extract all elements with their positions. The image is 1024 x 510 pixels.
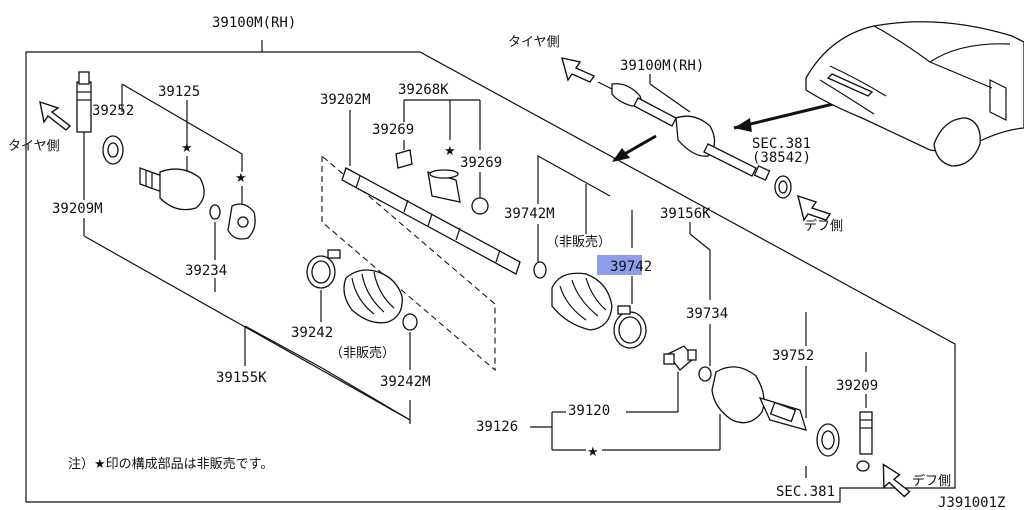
label-39242m[interactable]: 39242M xyxy=(380,374,431,390)
tire-side-label-left: タイヤ側 xyxy=(8,139,60,154)
boot-left-drawing xyxy=(343,269,403,324)
sec381-sub-label: (38542) xyxy=(752,150,811,166)
part-39242-drawing xyxy=(306,249,341,289)
assembly-frame xyxy=(25,40,956,503)
label-39269-b[interactable]: 39269 xyxy=(460,155,502,171)
label-39125[interactable]: 39125 xyxy=(158,84,200,100)
label-39155k[interactable]: 39155K xyxy=(216,370,267,386)
part-39269-b-drawing xyxy=(471,197,489,215)
star-mark-4: ★ xyxy=(587,445,599,460)
label-39742m[interactable]: 39742M xyxy=(504,206,555,222)
inset-driveshaft-drawing xyxy=(597,81,792,199)
label-39156k[interactable]: 39156K xyxy=(660,206,711,222)
part-39209m-drawing xyxy=(76,71,92,133)
part-39252-drawing xyxy=(102,135,124,165)
tire-side-arrow-icon xyxy=(39,100,72,131)
car-illustration xyxy=(805,21,1024,167)
not-sold-note-a: （非販売） xyxy=(546,234,611,250)
label-39209m[interactable]: 39209M xyxy=(52,201,103,217)
label-39268k[interactable]: 39268K xyxy=(398,82,449,98)
assembly-title-label[interactable]: 39100M(RH) xyxy=(212,15,296,31)
part-39242m-drawing xyxy=(402,313,418,331)
label-39242[interactable]: 39242 xyxy=(291,325,333,341)
inset-title[interactable]: 39100M(RH) xyxy=(620,58,704,74)
part-39125-drawing xyxy=(139,167,256,240)
label-39202m[interactable]: 39202M xyxy=(320,92,371,108)
label-39252[interactable]: 39252 xyxy=(92,103,134,119)
part-39269-a-drawing xyxy=(395,149,413,169)
diagram-id: J391001Z xyxy=(938,495,1005,510)
diff-side-arrow-bottom-icon xyxy=(882,463,911,498)
inner-housing-drawing xyxy=(711,366,807,431)
part-39752-drawing xyxy=(816,423,840,457)
label-39752[interactable]: 39752 xyxy=(772,348,814,364)
star-mark-3: ★ xyxy=(444,144,456,159)
small-ring-drawing xyxy=(856,460,870,472)
footnote: 注）★印の構成部品は非販売です。 xyxy=(68,456,273,472)
sec381-ref-label[interactable]: SEC.381 xyxy=(752,136,811,152)
label-39126[interactable]: 39126 xyxy=(476,419,518,435)
tire-side-arrow-top-icon xyxy=(561,57,596,83)
part-39268k-drawing xyxy=(427,169,461,203)
label-39742[interactable]: 39742 xyxy=(610,259,652,275)
part-39209-drawing xyxy=(859,411,873,455)
tripod-joint-drawing xyxy=(663,345,697,371)
boot-right-drawing xyxy=(551,272,613,331)
diff-side-label-top: デフ側 xyxy=(804,218,843,234)
star-mark-2: ★ xyxy=(235,171,247,186)
diff-side-label-bottom: デフ側 xyxy=(912,473,951,489)
diff-side-arrow-top-icon xyxy=(797,194,832,222)
part-39202m-drawing xyxy=(341,167,521,275)
part-39234-drawing xyxy=(209,204,221,220)
main-pointer-arrow-icon xyxy=(612,134,657,162)
label-39209[interactable]: 39209 xyxy=(836,378,878,394)
star-mark-1: ★ xyxy=(181,141,193,156)
label-39734[interactable]: 39734 xyxy=(686,306,728,322)
tire-side-label-top: タイヤ側 xyxy=(508,35,560,50)
label-39120[interactable]: 39120 xyxy=(568,403,610,419)
part-39742m-drawing xyxy=(533,261,547,279)
label-39234[interactable]: 39234 xyxy=(185,263,227,279)
label-39269-a[interactable]: 39269 xyxy=(372,122,414,138)
sec381-bottom-label[interactable]: SEC.381 xyxy=(776,484,835,500)
not-sold-note-b: （非販売） xyxy=(330,345,395,361)
part-39742-drawing xyxy=(613,305,647,349)
highlight-39742 xyxy=(597,255,642,275)
part-39734-drawing xyxy=(698,366,712,382)
boot-group-outline xyxy=(321,155,496,372)
